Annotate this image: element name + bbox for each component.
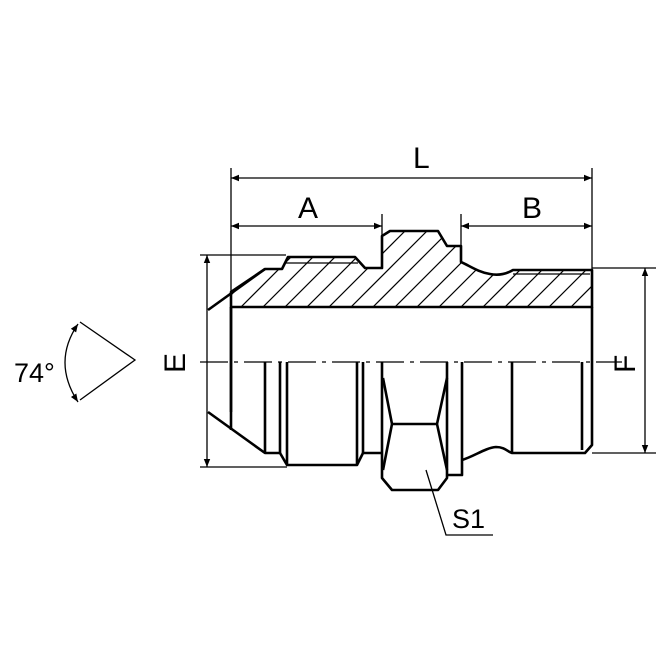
elevation-view <box>207 307 594 492</box>
hatch-line <box>391 231 478 307</box>
hatch-line <box>369 231 456 307</box>
hatch-line <box>347 231 434 307</box>
dimension-labels: L A B E F 74° S1 <box>14 142 642 534</box>
hatch-line <box>259 231 346 307</box>
label-E: E <box>159 353 192 373</box>
hatch-line <box>281 231 368 307</box>
label-B: B <box>522 192 542 225</box>
hatch-line <box>435 231 522 307</box>
label-angle: 74° <box>14 358 55 388</box>
dimension-lines <box>64 168 656 536</box>
label-F: F <box>609 355 642 373</box>
hatch-line <box>413 231 500 307</box>
hatch-line <box>231 231 236 307</box>
hatch-line <box>479 231 566 307</box>
label-S1: S1 <box>452 504 485 534</box>
hatch-line <box>567 231 592 307</box>
hatch-line <box>237 231 324 307</box>
hatch-line <box>231 231 258 307</box>
label-L: L <box>413 142 430 175</box>
label-A: A <box>298 192 318 225</box>
hatch-line <box>656 225 672 310</box>
hatch-line <box>501 231 588 307</box>
hex-nut <box>380 362 449 492</box>
hatch-line <box>231 231 302 307</box>
